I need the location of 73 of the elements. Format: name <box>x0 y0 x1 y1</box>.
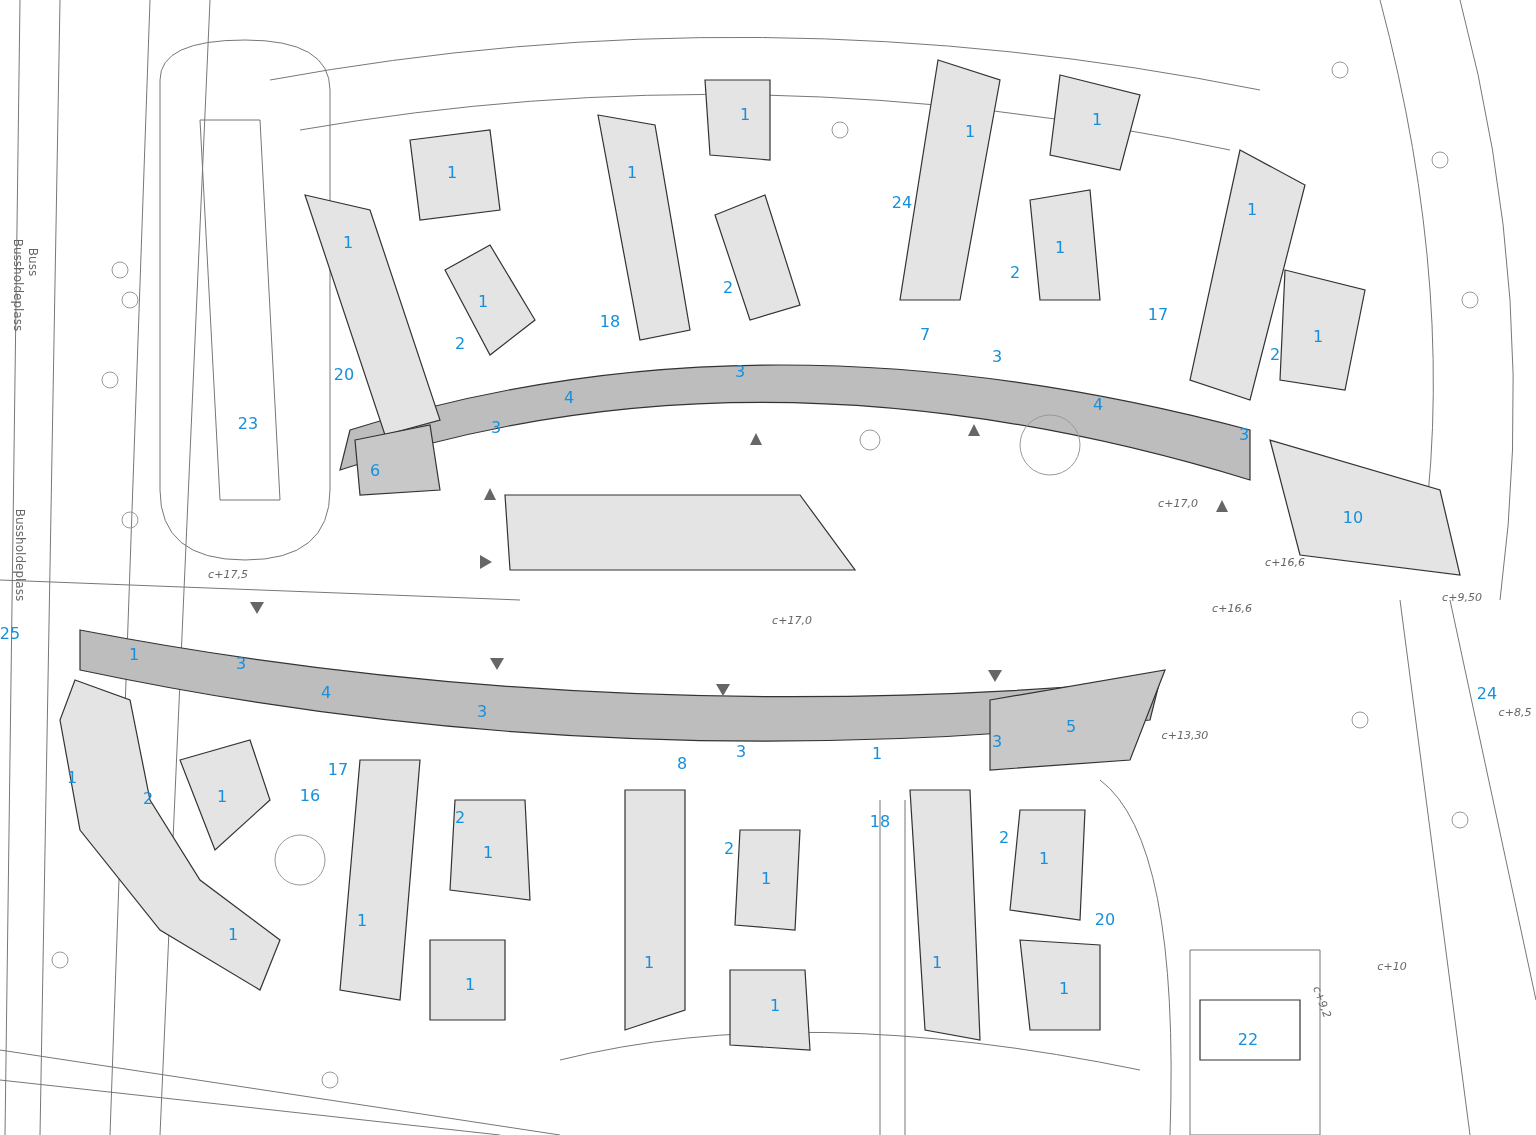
callout-number: 20 <box>333 367 355 383</box>
callout-number: 7 <box>919 327 931 343</box>
callout-number: 25 <box>0 626 21 642</box>
callout-number: 4 <box>563 390 575 406</box>
elevation-label: c+9,50 <box>1442 591 1482 603</box>
callout-number: 2 <box>1009 265 1021 281</box>
callout-number: 1 <box>1091 112 1103 128</box>
callout-number: 1 <box>66 770 78 786</box>
callout-number: 1 <box>464 977 476 993</box>
callout-number: 1 <box>446 165 458 181</box>
callout-number: 1 <box>739 107 751 123</box>
callout-number: 1 <box>342 235 354 251</box>
callout-number: 1 <box>964 124 976 140</box>
callout-number: 24 <box>891 195 913 211</box>
callout-number: 1 <box>626 165 638 181</box>
street-label: Bussholdeplass <box>14 508 26 602</box>
callout-number: 2 <box>998 830 1010 846</box>
callout-number: 3 <box>991 734 1003 750</box>
callout-number: 3 <box>235 656 247 672</box>
callout-number: 3 <box>735 744 747 760</box>
street-label: Bussholdeplass <box>12 238 24 332</box>
elevation-label: c+17,0 <box>1158 497 1198 509</box>
callout-number: 10 <box>1342 510 1364 526</box>
callout-number: 1 <box>477 294 489 310</box>
elevation-label: c+16,6 <box>1265 556 1305 568</box>
callout-number: 1 <box>1312 329 1324 345</box>
callout-number: 16 <box>299 788 321 804</box>
callout-number: 1 <box>482 845 494 861</box>
callout-number: 1 <box>1054 240 1066 256</box>
callout-number: 3 <box>991 349 1003 365</box>
callout-number: 1 <box>760 871 772 887</box>
callout-number: 1 <box>356 913 368 929</box>
elevation-label: c+8,5 <box>1498 706 1532 718</box>
callout-number: 1 <box>1058 981 1070 997</box>
callout-number: 2 <box>723 841 735 857</box>
callout-number: 8 <box>676 756 688 772</box>
callout-number: 5 <box>1065 719 1077 735</box>
callout-number: 1 <box>931 955 943 971</box>
callout-number: 18 <box>869 814 891 830</box>
callout-number: 1 <box>871 746 883 762</box>
callout-number: 4 <box>320 685 332 701</box>
callout-number: 2 <box>722 280 734 296</box>
callout-number: 3 <box>476 704 488 720</box>
callout-number: 3 <box>1238 427 1250 443</box>
callout-number: 2 <box>142 791 154 807</box>
callout-number: 1 <box>128 647 140 663</box>
callout-number: 2 <box>454 336 466 352</box>
callout-number: 2 <box>454 810 466 826</box>
callout-number: 3 <box>490 420 502 436</box>
callout-number: 1 <box>216 789 228 805</box>
callout-number: 17 <box>327 762 349 778</box>
elevation-label: c+17,5 <box>208 568 248 580</box>
callout-number: 18 <box>599 314 621 330</box>
callout-number: 1 <box>227 927 239 943</box>
callout-number: 23 <box>237 416 259 432</box>
callout-number: 4 <box>1092 397 1104 413</box>
elevation-label: c+9,2 <box>1311 984 1333 1020</box>
elevation-label: c+13,30 <box>1161 729 1209 741</box>
callout-number: 1 <box>1246 202 1258 218</box>
callout-number: 20 <box>1094 912 1116 928</box>
callout-number: 3 <box>734 364 746 380</box>
elevation-label: c+17,0 <box>772 614 812 626</box>
callout-number: 1 <box>769 998 781 1014</box>
callout-number: 17 <box>1147 307 1169 323</box>
elevation-label: c+16,6 <box>1212 602 1252 614</box>
street-label: Buss <box>27 247 39 277</box>
callout-number: 6 <box>369 463 381 479</box>
elevation-label: c+10 <box>1377 960 1407 972</box>
callout-number: 22 <box>1237 1032 1259 1048</box>
callout-number: 1 <box>1038 851 1050 867</box>
callout-number: 1 <box>643 955 655 971</box>
callout-number: 24 <box>1476 686 1498 702</box>
callout-number: 2 <box>1269 347 1281 363</box>
